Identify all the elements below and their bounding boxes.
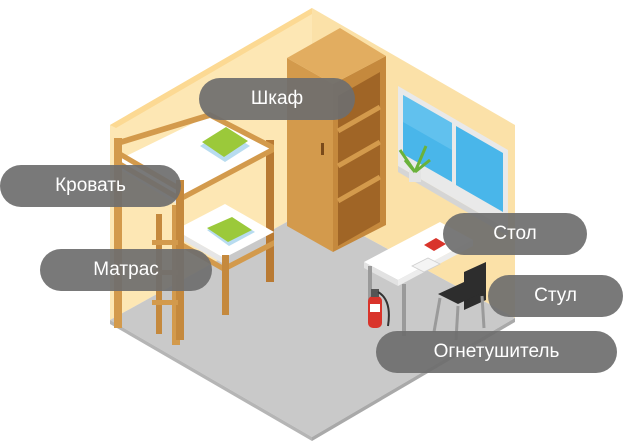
label-chair: Стул: [488, 275, 623, 317]
wall-edge: [110, 8, 312, 128]
wardrobe: [287, 28, 386, 252]
fire-extinguisher-icon: [368, 289, 390, 328]
label-bed: Кровать: [0, 165, 181, 207]
label-wardrobe: Шкаф: [199, 78, 355, 120]
label-extinguisher: Огнетушитель: [376, 331, 617, 373]
book-icon: [424, 238, 446, 251]
label-desk: Стол: [443, 213, 587, 255]
chair: [432, 262, 486, 341]
floor-edge: [110, 320, 312, 441]
label-mattress: Матрас: [40, 249, 212, 291]
notebook-icon: [411, 257, 441, 273]
plant-icon: [398, 145, 431, 182]
